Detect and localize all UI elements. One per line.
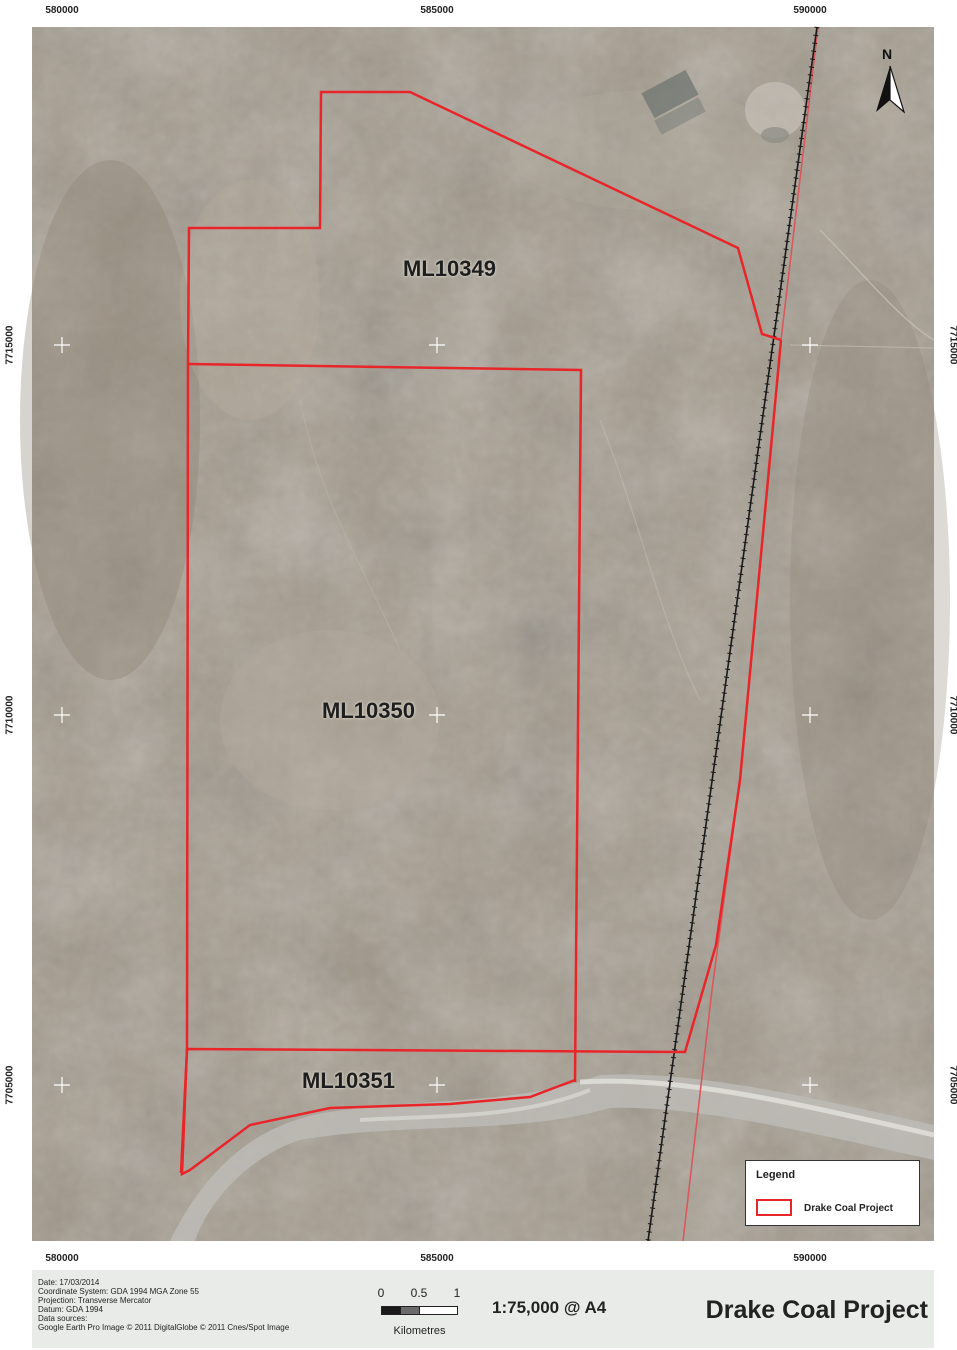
- scale-bar-segment: [400, 1306, 420, 1315]
- lease-ml10349-boundary: [186, 90, 782, 364]
- legend: Legend Drake Coal Project: [745, 1160, 920, 1226]
- north-arrow-label: N: [882, 46, 893, 62]
- easting-label-top: 585000: [420, 5, 454, 16]
- map-title: Drake Coal Project: [705, 1296, 928, 1324]
- northing-label-left: 7715000: [4, 325, 16, 365]
- metadata-projection: Projection: Transverse Mercator: [38, 1296, 152, 1305]
- legend-title: Legend: [756, 1169, 796, 1181]
- lease-ml10351-boundary: [180, 339, 783, 1177]
- easting-label-top: 590000: [793, 5, 827, 16]
- northing-label-right: 7705000: [947, 1065, 957, 1105]
- scale-bar-units: Kilometres: [393, 1325, 446, 1337]
- metadata-coordinate-system: Coordinate System: GDA 1994 MGA Zone 55: [38, 1287, 199, 1296]
- lease-label-ml10349: ML10349: [403, 256, 496, 281]
- metadata-image-credit: Google Earth Pro Image © 2011 DigitalGlo…: [38, 1323, 290, 1332]
- scale-bar-segment: [419, 1306, 458, 1315]
- metadata-date: Date: 17/03/2014: [38, 1278, 100, 1287]
- scale-bar-tick: 1: [453, 1286, 461, 1300]
- easting-label-bottom: 590000: [793, 1253, 827, 1264]
- map-footer: Date: 17/03/2014 Coordinate System: GDA …: [32, 1270, 934, 1348]
- easting-label-top: 580000: [45, 5, 79, 16]
- scale-bar: 0 0.5 1 Kilometres: [377, 1286, 462, 1337]
- lease-label-ml10351: ML10351: [302, 1068, 395, 1093]
- scale-bar-tick: 0: [377, 1286, 385, 1300]
- northing-label-left: 7705000: [4, 1065, 16, 1105]
- grid-crosses: [54, 337, 818, 1093]
- metadata-datum: Datum: GDA 1994: [38, 1305, 103, 1314]
- satellite-image: [20, 27, 950, 1241]
- map-scale: 1:75,000 @ A4: [492, 1298, 607, 1317]
- northing-label-left: 7710000: [4, 695, 16, 735]
- legend-swatch-drake-coal-project: [756, 1199, 792, 1216]
- scale-bar-segment: [381, 1306, 401, 1315]
- railway-line: [645, 26, 820, 1242]
- lease-ml10350-boundary: [188, 362, 583, 1083]
- lease-boundaries: [179, 90, 783, 1177]
- easting-label-bottom: 585000: [420, 1253, 454, 1264]
- northing-label-right: 7715000: [947, 325, 957, 365]
- easting-label-bottom: 580000: [45, 1253, 79, 1264]
- north-arrow-icon: [876, 65, 906, 114]
- lease-label-ml10350: ML10350: [322, 698, 415, 723]
- metadata-data-sources: Data sources:: [38, 1314, 88, 1323]
- northing-label-right: 7710000: [947, 695, 957, 735]
- legend-label-drake-coal-project: Drake Coal Project: [804, 1203, 893, 1214]
- map-metadata: Date: 17/03/2014 Coordinate System: GDA …: [38, 1278, 289, 1332]
- scale-bar-tick: 0.5: [410, 1286, 428, 1300]
